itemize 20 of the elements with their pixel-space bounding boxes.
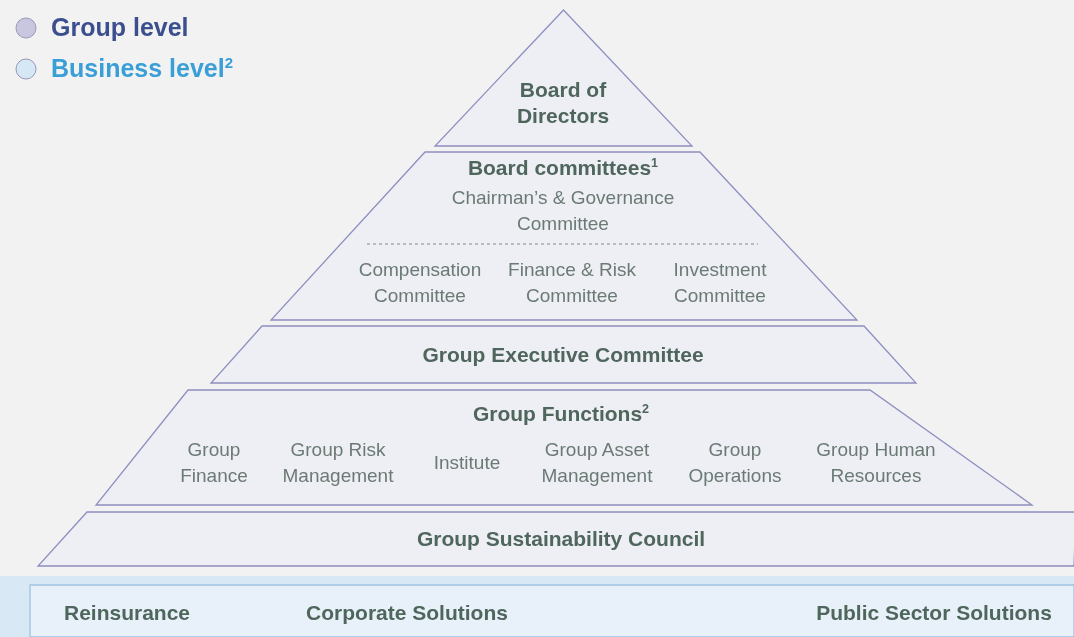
tier-title: Group Executive Committee (421, 342, 705, 368)
business-unit-name: Reinsurance (62, 600, 192, 626)
function-name: Group Finance (179, 438, 249, 488)
function-name: Institute (432, 451, 502, 475)
tier-title: Group Functions$^{2}$ (471, 401, 651, 427)
business-unit-name: Corporate Solutions (305, 600, 509, 626)
committee-name: Compensation Committee (357, 258, 483, 308)
tier-title: Board committees$^{1}$ (466, 155, 660, 181)
business-unit-name: Public Sector Solutions (815, 600, 1053, 626)
function-name: Group Asset Management (540, 438, 654, 488)
function-name: Group Human Resources (815, 438, 937, 488)
legend-label: Business level$^{2}$ (51, 53, 234, 83)
committee-name: Finance & Risk Committee (507, 258, 637, 308)
committee-name: Investment Committee (672, 258, 768, 308)
tier-title: Group Sustainability Council (415, 526, 707, 552)
legend-label: Group level (51, 12, 189, 42)
function-name: Group Operations (687, 438, 783, 488)
function-name: Group Risk Management (281, 438, 395, 488)
tier-title: Board of Directors (515, 77, 611, 129)
committee-name: Chairman’s & Governance Committee (450, 186, 676, 236)
